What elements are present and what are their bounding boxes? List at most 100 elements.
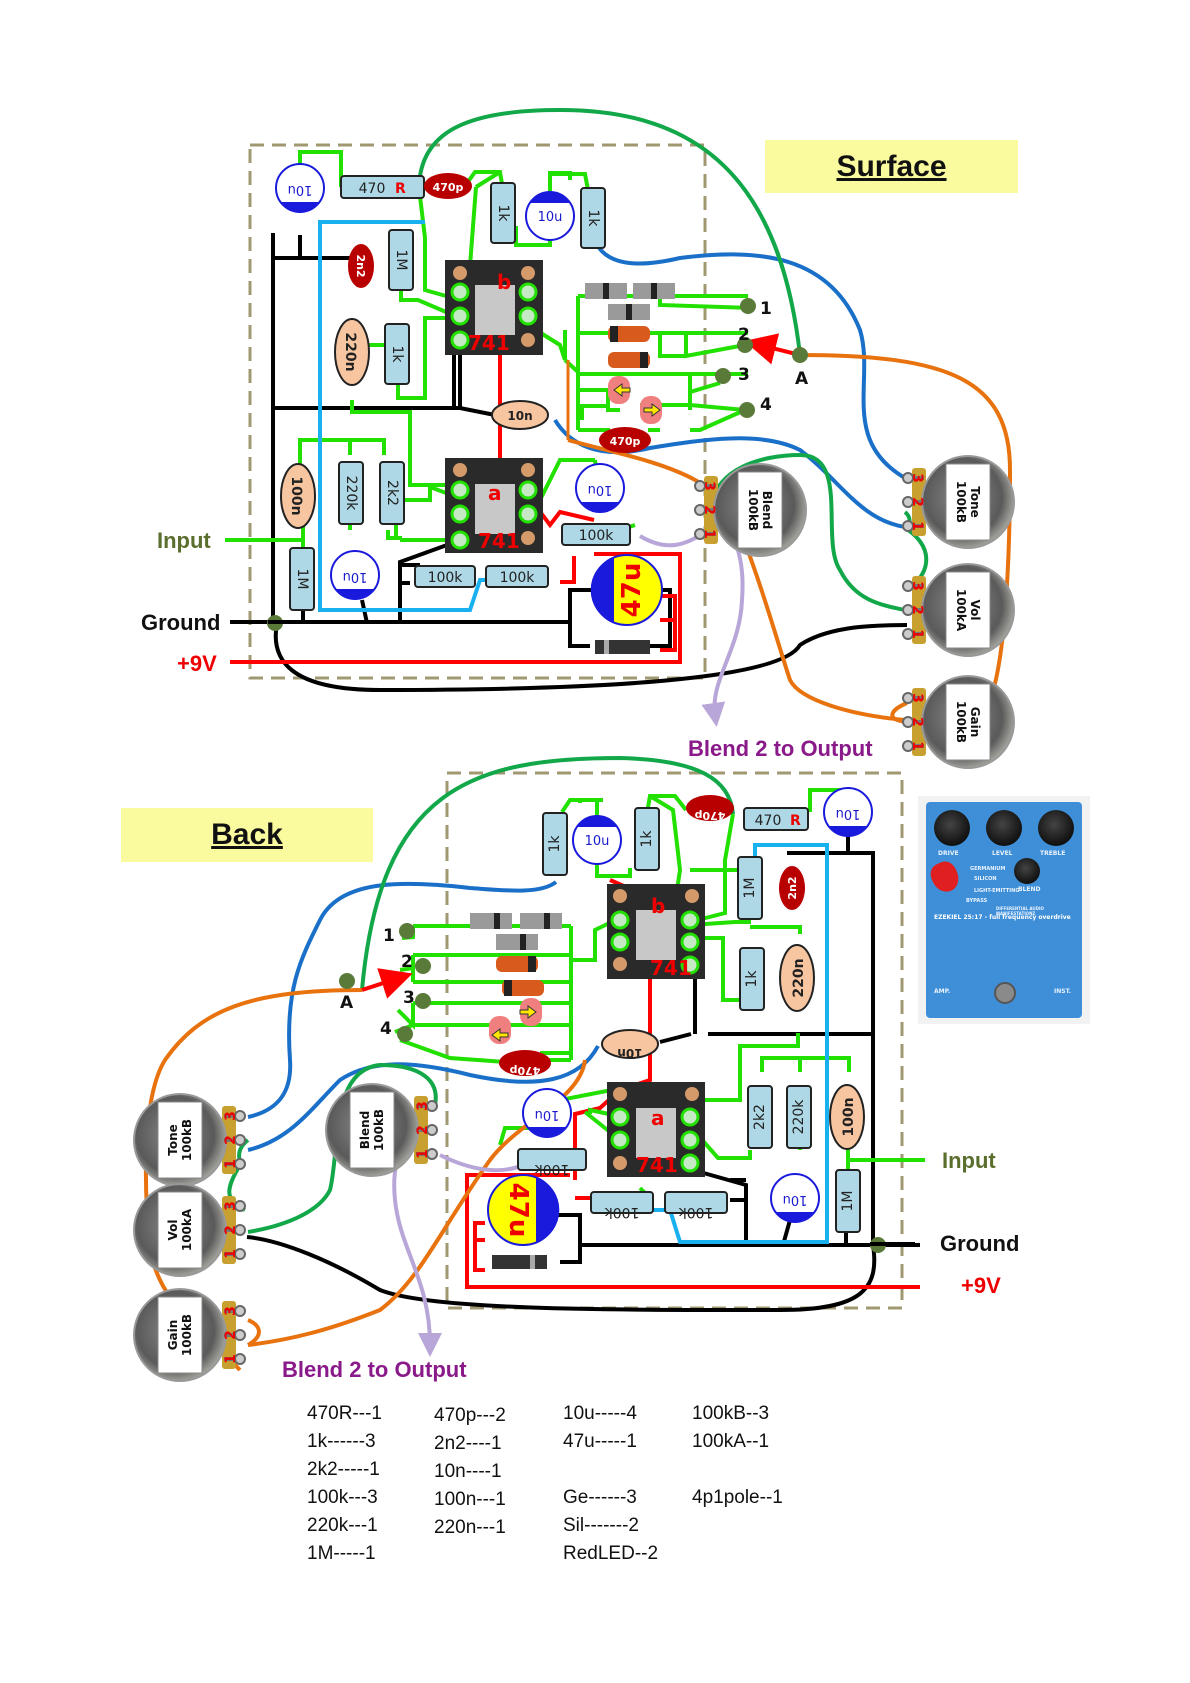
back-node-a-label: A xyxy=(340,993,354,1013)
back-pot-lug xyxy=(234,1110,246,1122)
svg-text:100k: 100k xyxy=(604,1204,640,1220)
svg-text:10u: 10u xyxy=(588,482,613,497)
surface-blend-output-label: Blend 2 to Output xyxy=(688,736,873,761)
back-filmcap-10n: 10n xyxy=(601,1029,659,1060)
back-pots: Tone100kB321Blend100kB321Vol100kA321Gain… xyxy=(133,1083,438,1382)
surface-pot-pin-number: 1 xyxy=(909,521,925,531)
parts-list-col1: 470R---1 1k------3 2k2-----1 100k---3 22… xyxy=(307,1400,382,1568)
surface-clip-label-3: 3 xyxy=(738,365,750,385)
svg-text:1M: 1M xyxy=(294,569,310,590)
svg-text:1k: 1k xyxy=(639,830,655,848)
back-diodes-ge xyxy=(470,913,562,950)
back-resistor-1k-b: 1k xyxy=(634,807,660,871)
svg-text:470p: 470p xyxy=(694,809,725,822)
parts-item: Ge------3 xyxy=(563,1487,637,1508)
pedal-label-blend: BLEND xyxy=(1018,886,1041,893)
back-ecap-10u-d: 10u xyxy=(770,1173,820,1223)
back-ic-b-chip: 741 xyxy=(650,956,692,980)
back-ecap-10u-b: 10u xyxy=(572,815,622,865)
back-pot-lug xyxy=(426,1100,438,1112)
surface-ceramic-470p-top: 470p xyxy=(424,173,472,199)
pedal-jack-inst: INST. xyxy=(1054,988,1072,995)
svg-text:1M: 1M xyxy=(742,878,758,899)
back-pot-pin-number: 3 xyxy=(415,1101,431,1111)
svg-text:47u: 47u xyxy=(503,1183,533,1238)
treble-knob xyxy=(1038,810,1074,846)
back-ic-b: b 741 xyxy=(607,884,705,980)
back-pot-pin-number: 1 xyxy=(223,1159,239,1169)
back-ground-wires xyxy=(246,836,920,1313)
back-ecap-47u: 47u xyxy=(487,1174,560,1246)
parts-list-col3: 10u-----4 47u-----1 Ge------3 Sil-------… xyxy=(563,1400,658,1568)
surface-clip-label-4: 4 xyxy=(760,395,772,415)
surface-pot-label: Blend100kB xyxy=(746,489,774,531)
surface-ceramic-2n2: 2n2 xyxy=(348,244,374,288)
parts-item: 10u-----4 xyxy=(563,1403,637,1424)
surface-pot-lug xyxy=(694,480,706,492)
back-ic-a: a 741 xyxy=(607,1082,705,1177)
back-pot-lug xyxy=(234,1200,246,1212)
surface-resistor-1k-a: 1k xyxy=(490,182,516,244)
svg-text:100k: 100k xyxy=(428,570,464,586)
surface-resistor-1k-c: 1k xyxy=(384,323,410,385)
surface-diode-power xyxy=(595,640,650,654)
svg-text:470p: 470p xyxy=(509,1064,540,1077)
surface-pot-lug xyxy=(902,520,914,532)
back-input-label: Input xyxy=(942,1148,996,1173)
surface-pot-lug xyxy=(902,472,914,484)
surface-resistor-1k-b: 1k xyxy=(580,187,606,249)
surface-input-label: Input xyxy=(157,528,211,553)
surface-pot-pin-number: 2 xyxy=(909,717,925,727)
back-resistor-2k2: 2k2 xyxy=(747,1085,773,1149)
svg-text:10u: 10u xyxy=(585,834,610,849)
pedal-maker: DIFFERENTIAL AUDIO MANIFESTATIONZ xyxy=(996,906,1044,916)
surface-title-box: Surface xyxy=(765,140,1018,193)
surface-ic-a-chip: 741 xyxy=(478,529,520,553)
svg-text:1M: 1M xyxy=(840,1191,856,1212)
surface-ecap-10u-a: 10u xyxy=(275,163,325,213)
parts-item: 100kA--1 xyxy=(692,1431,770,1452)
back-pot-lug xyxy=(234,1158,246,1170)
surface-ecap-47u: 47u xyxy=(590,554,663,626)
svg-text:10u: 10u xyxy=(288,182,313,197)
pedal-label-drive: DRIVE xyxy=(938,850,959,857)
surface-ic-b-chip: 741 xyxy=(468,331,510,355)
surface-blue-wire-tone3 xyxy=(594,241,907,480)
svg-text:10u: 10u xyxy=(783,1192,808,1207)
back-leds xyxy=(489,998,542,1044)
back-resistor-100k-b: 100k xyxy=(590,1191,654,1220)
back-resistor-1M: 1M xyxy=(737,856,763,920)
pedal-enclosure: DRIVE LEVEL TREBLE BLEND GERMANIUM SILIC… xyxy=(926,802,1082,1018)
back-pot-lug xyxy=(234,1305,246,1317)
back-filmcap-100n: 100n xyxy=(829,1084,865,1150)
surface-lavender-wire xyxy=(638,518,745,715)
surface-pot-pin-number: 2 xyxy=(909,497,925,507)
surface-ecap-10u-b: 10u xyxy=(525,191,575,241)
svg-text:47u: 47u xyxy=(617,563,647,618)
svg-text:100k: 100k xyxy=(500,570,536,586)
level-knob xyxy=(986,810,1022,846)
parts-item: 47u-----1 xyxy=(563,1431,637,1452)
surface-resistor-1M: 1M xyxy=(388,229,414,291)
surface-resistor-100k-b: 100k xyxy=(485,565,549,588)
svg-text:2k2: 2k2 xyxy=(384,480,400,506)
surface-pot-pin-number: 3 xyxy=(701,481,717,491)
surface-ic-a-label: a xyxy=(488,481,502,505)
svg-text:100n: 100n xyxy=(841,1097,857,1136)
surface-ceramic-470p-bottom: 470p xyxy=(599,427,651,453)
parts-item: 100k---3 xyxy=(307,1487,378,1508)
back-red-arrow xyxy=(361,968,413,999)
back-pot-label: Tone100kB xyxy=(166,1119,194,1161)
surface-pot-label: Vol100kA xyxy=(954,589,982,632)
back-pot-pin-number: 1 xyxy=(223,1249,239,1259)
surface-pot-lug xyxy=(902,580,914,592)
